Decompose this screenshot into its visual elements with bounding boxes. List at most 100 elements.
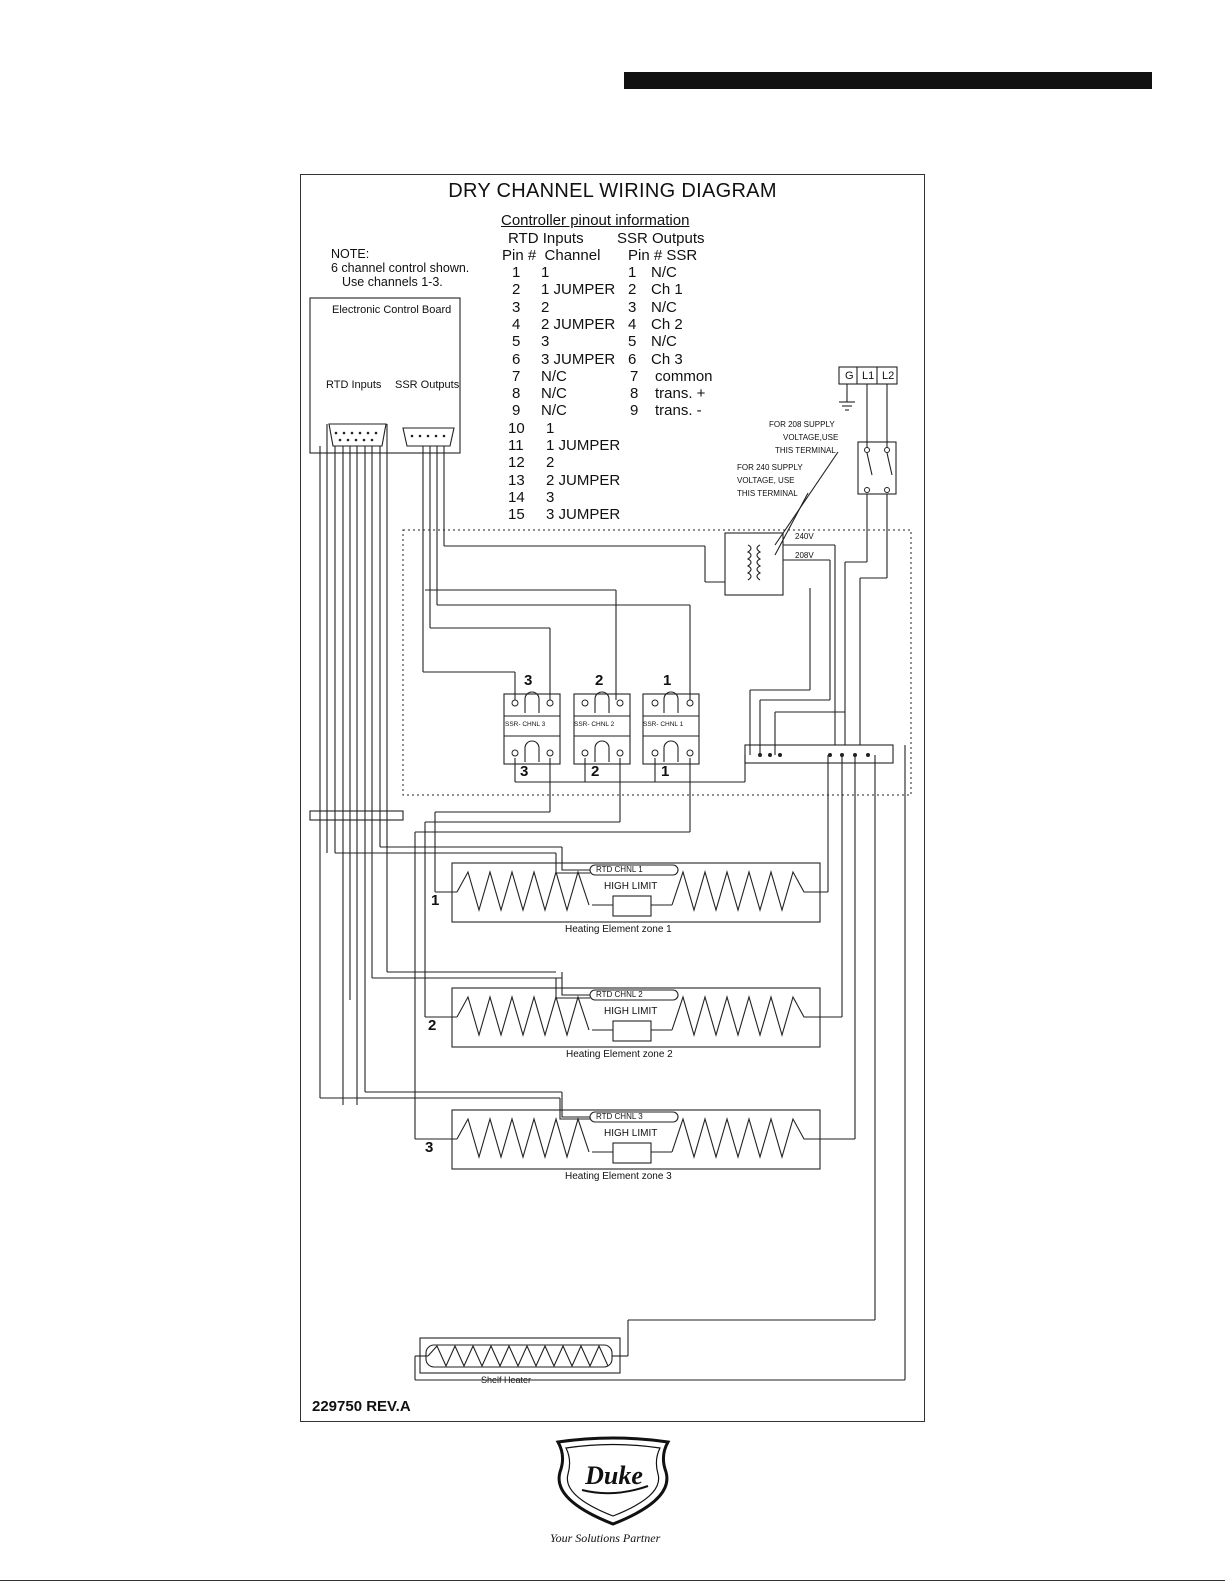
rtd-channel: 1 JUMPER bbox=[546, 437, 621, 454]
zone-number: 3 bbox=[425, 1139, 434, 1156]
rtd-channel: N/C bbox=[541, 367, 567, 385]
rtd-pin-number: 12 bbox=[508, 454, 525, 472]
pinout-title: Controller pinout information bbox=[501, 212, 690, 229]
rtd-pin-number: 10 bbox=[508, 419, 525, 437]
control-board-label: Electronic Control Board bbox=[332, 304, 452, 316]
rtd-channel: 3 bbox=[541, 333, 550, 351]
note-block: NOTE: 6 channel control shown. Use chann… bbox=[331, 247, 469, 289]
shelf-heater-coil bbox=[427, 1344, 609, 1368]
rtd-pin-number: 3 bbox=[512, 298, 521, 316]
rtd-pin-number: 5 bbox=[512, 333, 521, 351]
rtd-column-header: Pin # Channel bbox=[502, 247, 601, 264]
terminal-strip bbox=[744, 744, 894, 764]
ssr-pin-number: 6 bbox=[628, 350, 637, 368]
ssr-label: SSR- CHNL 2 bbox=[574, 721, 615, 728]
rtd-channel: 1 JUMPER bbox=[541, 281, 616, 299]
ssr-box bbox=[642, 693, 700, 765]
rtd-sensor bbox=[589, 1111, 679, 1123]
rtd-channel-label: RTD CHNL 1 bbox=[596, 865, 643, 874]
rtd-pin-number: 14 bbox=[508, 488, 525, 506]
rtd-channel: 1 bbox=[546, 419, 555, 437]
power-switch bbox=[857, 441, 897, 495]
ssr-assignment: common bbox=[655, 367, 713, 385]
rtd-pin-number: 8 bbox=[512, 385, 521, 403]
control-board-outline bbox=[309, 297, 461, 454]
high-limit-label: HIGH LIMIT bbox=[604, 881, 658, 892]
rtd-inputs-label: RTD Inputs bbox=[326, 379, 382, 391]
ssr-number-top: 2 bbox=[595, 672, 604, 689]
header-bar bbox=[624, 72, 1152, 89]
ssr-pin-number: 8 bbox=[630, 385, 639, 403]
heating-element-coil bbox=[456, 870, 590, 912]
high-limit-switch bbox=[612, 895, 652, 917]
heating-element-coil bbox=[456, 1117, 590, 1159]
rtd-pin-number: 7 bbox=[512, 367, 521, 385]
heating-element-coil bbox=[671, 870, 828, 912]
ssr-outputs-label: SSR Outputs bbox=[395, 379, 460, 391]
rtd-channel: 3 JUMPER bbox=[541, 350, 616, 368]
ssr-assignment: trans. + bbox=[655, 385, 706, 403]
rtd-inputs-header: RTD Inputs bbox=[508, 230, 584, 247]
ssr-outputs-header: SSR Outputs bbox=[617, 230, 705, 247]
rtd-connector bbox=[328, 423, 387, 447]
rtd-channel: 2 JUMPER bbox=[541, 315, 616, 333]
rtd-pin-number: 4 bbox=[512, 315, 521, 333]
ssr-pin-number: 7 bbox=[630, 367, 639, 385]
rtd-pin-number: 9 bbox=[512, 402, 521, 420]
high-limit-switch bbox=[612, 1142, 652, 1164]
ssr-number-bottom: 3 bbox=[520, 763, 529, 780]
note-line: 6 channel control shown. bbox=[331, 261, 470, 275]
rtd-channel: N/C bbox=[541, 402, 567, 420]
ssr-box bbox=[503, 693, 561, 765]
ssr-pin-number: 4 bbox=[628, 315, 637, 333]
tap-240-label: 240V bbox=[795, 532, 814, 541]
ssr-pin-number: 5 bbox=[628, 333, 637, 351]
rtd-channel-label: RTD CHNL 2 bbox=[596, 990, 643, 999]
rtd-pin-number: 6 bbox=[512, 350, 521, 368]
shelf-heater-box bbox=[419, 1337, 621, 1374]
zone-number: 1 bbox=[431, 892, 440, 909]
ssr-box bbox=[573, 693, 631, 765]
ssr-assignment: Ch 1 bbox=[651, 281, 683, 299]
rtd-pin-number: 1 bbox=[512, 264, 521, 281]
rtd-channel: N/C bbox=[541, 385, 567, 403]
enclosure-outline bbox=[402, 529, 912, 796]
rtd-channel: 2 bbox=[546, 454, 555, 472]
footer-rule bbox=[0, 1580, 1225, 1581]
rtd-pin-number: 15 bbox=[508, 506, 525, 524]
ssr-pin-number: 1 bbox=[628, 264, 637, 281]
ssr-number-bottom: 1 bbox=[661, 763, 670, 780]
part-number: 229750 REV.A bbox=[312, 1398, 411, 1415]
high-limit-label: HIGH LIMIT bbox=[604, 1006, 658, 1017]
ssr-connector bbox=[402, 427, 455, 447]
high-limit-switch bbox=[612, 1020, 652, 1042]
rtd-sensor bbox=[589, 864, 679, 876]
ssr-assignment: N/C bbox=[651, 333, 677, 351]
rtd-channel: 3 JUMPER bbox=[546, 506, 621, 524]
supply-terminal-block bbox=[838, 366, 898, 385]
heating-element-coil bbox=[671, 995, 842, 1037]
terminal-l2: L2 bbox=[882, 370, 895, 382]
zone-caption: Heating Element zone 2 bbox=[566, 1049, 673, 1060]
high-limit-label: HIGH LIMIT bbox=[604, 1128, 658, 1139]
rtd-channel: 3 bbox=[546, 488, 555, 506]
ssr-pin-number: 3 bbox=[628, 298, 637, 316]
zone-number: 2 bbox=[428, 1017, 437, 1034]
ssr-pin-number: 9 bbox=[630, 402, 639, 420]
brand-tagline: Your Solutions Partner bbox=[550, 1531, 661, 1545]
transformer bbox=[724, 532, 784, 596]
rtd-channel: 2 JUMPER bbox=[546, 471, 621, 489]
diagram-title: DRY CHANNEL WIRING DIAGRAM bbox=[448, 180, 777, 202]
heating-element-coil bbox=[671, 1117, 855, 1159]
ssr-assignment: Ch 3 bbox=[651, 350, 683, 368]
ssr-assignment: N/C bbox=[651, 298, 677, 316]
note-heading: NOTE: bbox=[331, 247, 370, 261]
supply-240-note: FOR 240 SUPPLY VOLTAGE, USE THIS TERMINA… bbox=[737, 463, 803, 498]
duke-logo-text: Duke bbox=[584, 1461, 643, 1490]
supply-208-note: FOR 208 SUPPLY VOLTAGE,USE THIS TERMINAL bbox=[769, 420, 839, 455]
terminal-g: G bbox=[845, 370, 854, 382]
ssr-label: SSR- CHNL 1 bbox=[643, 721, 684, 728]
ssr-number-bottom: 2 bbox=[591, 763, 600, 780]
note-line: Use channels 1-3. bbox=[342, 275, 443, 289]
